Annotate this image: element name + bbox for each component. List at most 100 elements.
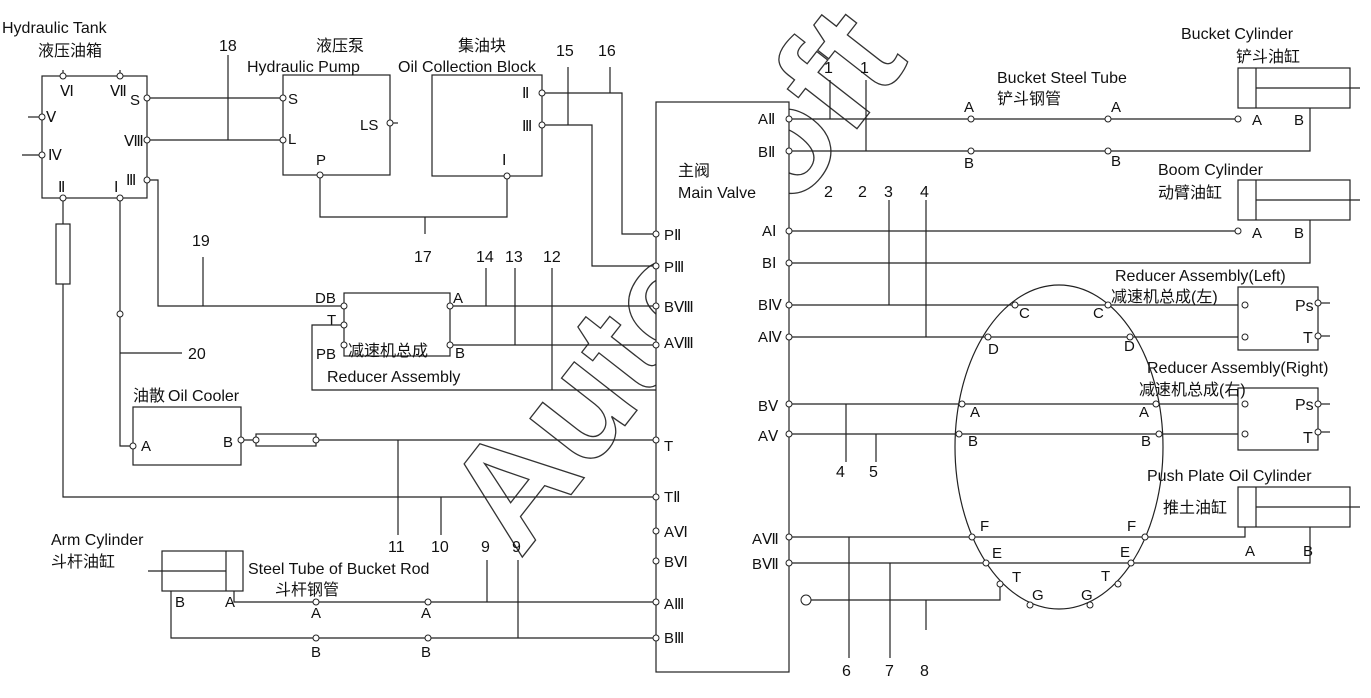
mv-left-port: PⅢ (664, 259, 684, 276)
reducer-right: Reducer Assembly(Right) 减速机总成(右) Ps T (1139, 360, 1328, 451)
mv-left-port: TⅡ (664, 489, 681, 506)
tank-port-label: Ⅷ (124, 133, 144, 150)
mv-left-port: BⅥ (664, 554, 688, 571)
reducer-port-label: A (453, 290, 463, 307)
mv-right-port: AⅡ (758, 111, 775, 128)
reducer-right-title-cn: 减速机总成(右) (1139, 381, 1246, 399)
bucket-rod-tube-title-cn: 斗杆钢管 (275, 581, 339, 599)
ocb-port-label: Ⅱ (522, 85, 529, 102)
line-number: 9 (512, 539, 521, 556)
swivel-port: E (1120, 544, 1130, 561)
line-number: 2 (858, 184, 867, 201)
oil-collection-block: 集油块 Oil Collection Block Ⅱ Ⅲ Ⅰ (398, 37, 543, 177)
tank-port-label: Ⅰ (114, 179, 118, 196)
tank-port-label: Ⅴ (46, 109, 57, 126)
mv-right-port: AⅣ (758, 329, 782, 346)
pipe-lines (22, 55, 1330, 658)
reducer-port-label: T (327, 312, 336, 329)
swivel-port: A (1139, 404, 1149, 421)
main-valve-title-en: Main Valve (678, 185, 756, 202)
mv-left-port: AⅥ (664, 524, 688, 541)
swivel-port: C (1019, 305, 1030, 322)
line-number: 6 (842, 663, 851, 680)
brt-port: A (421, 605, 431, 622)
pump-port-label: S (288, 91, 298, 108)
arm-cylinder-title-cn: 斗杆油缸 (51, 552, 115, 571)
mv-right-port: AⅤ (758, 428, 779, 445)
bucket-rod-tube: Steel Tube of Bucket Rod 斗杆钢管 A A B B (248, 561, 431, 661)
hydraulic-pump: 液压泵 Hydraulic Pump S L LS P (247, 37, 391, 176)
reducer-port-label: B (455, 345, 465, 362)
reducer-port-label: DB (315, 290, 336, 307)
line-number: 4 (836, 464, 845, 481)
swivel-port: F (1127, 518, 1136, 535)
ocb-port-label: Ⅰ (502, 152, 506, 169)
brt-port: B (421, 644, 431, 661)
line-number: 7 (885, 663, 894, 680)
bst-port: B (964, 155, 974, 172)
arm-cylinder-title-en: Arm Cylinder (51, 532, 144, 549)
line-number: 12 (543, 249, 561, 266)
swivel-joint: C C D D A A B B F F E E T T G G (954, 284, 1164, 610)
bst-port: A (1111, 99, 1121, 116)
swivel-port: T (1101, 568, 1110, 585)
line-number: 16 (598, 43, 616, 60)
pump-port-label: LS (360, 117, 378, 134)
bucket-cylinder-port: A (1252, 112, 1262, 129)
tank-port-label: Ⅱ (58, 179, 65, 196)
main-valve: 主阀 Main Valve PⅡ PⅢ BⅧ AⅧ T TⅡ AⅥ BⅥ AⅢ … (655, 101, 790, 673)
boom-cylinder-title-en: Boom Cylinder (1158, 162, 1264, 179)
line-number: 5 (869, 464, 878, 481)
tank-port-label: Ⅲ (126, 172, 136, 189)
line-number: 20 (188, 346, 206, 363)
bst-port: B (1111, 153, 1121, 170)
tank-port-label: Ⅵ (60, 83, 74, 100)
reducer-right-title-en: Reducer Assembly(Right) (1147, 360, 1328, 377)
ocb-port-label: Ⅲ (522, 118, 532, 135)
boom-cylinder-port: B (1294, 225, 1304, 242)
line-number: 4 (920, 184, 929, 201)
line-number-callouts: 1 1 2 2 3 4 4 5 6 7 8 9 9 10 11 12 13 14… (188, 38, 929, 680)
swivel-port: A (970, 404, 980, 421)
mv-left-port: T (664, 438, 673, 455)
mv-right-port: AⅠ (762, 223, 776, 240)
reducer-left-title-en: Reducer Assembly(Left) (1115, 268, 1286, 285)
mv-right-port: BⅡ (758, 144, 775, 161)
line-number: 13 (505, 249, 523, 266)
oil-cooler-title-cn: 油散 (133, 387, 165, 405)
swivel-port: G (1081, 587, 1093, 604)
push-plate-title-en: Push Plate Oil Cylinder (1147, 468, 1312, 485)
oil-cooler: 油散 Oil Cooler A B (132, 387, 242, 466)
oil-cooler-port: B (223, 434, 233, 451)
line-number: 19 (192, 233, 210, 250)
brt-port: B (311, 644, 321, 661)
oil-cooler-title-en: Oil Cooler (168, 388, 240, 405)
mv-left-port: PⅡ (664, 227, 681, 244)
mv-right-port: BⅣ (758, 297, 782, 314)
push-plate-port: A (1245, 543, 1255, 560)
reducer-right-port: Ps (1295, 397, 1314, 414)
boom-cylinder: Boom Cylinder 动臂油缸 A B (1158, 162, 1360, 242)
bst-port: A (964, 99, 974, 116)
line-number: 17 (414, 249, 432, 266)
hydraulic-tank-title-en: Hydraulic Tank (2, 20, 108, 37)
arm-cylinder-port: A (225, 594, 235, 611)
line-number: 2 (824, 184, 833, 201)
line-number: 1 (860, 60, 869, 77)
bucket-cylinder-title-cn: 铲斗油缸 (1236, 47, 1300, 66)
reducer-left-port: T (1303, 330, 1313, 347)
bucket-cylinder-title-en: Bucket Cylinder (1181, 26, 1294, 43)
reducer-title-en: Reducer Assembly (327, 369, 460, 386)
reducer-left: Reducer Assembly(Left) 减速机总成(左) Ps T (1111, 268, 1319, 351)
mv-right-port: BⅠ (762, 255, 776, 272)
swivel-port: C (1093, 305, 1104, 322)
pump-title-cn: 液压泵 (316, 37, 364, 55)
bucket-steel-tube: Bucket Steel Tube 铲斗钢管 A A B B (964, 70, 1127, 172)
swivel-port: G (1032, 587, 1044, 604)
swivel-port: D (1124, 338, 1135, 355)
mv-left-port: BⅧ (664, 299, 694, 316)
hydraulic-tank: Hydraulic Tank 液压油箱 Ⅵ Ⅶ S Ⅴ Ⅷ Ⅳ Ⅱ Ⅰ Ⅲ (2, 20, 148, 199)
tank-port-label: Ⅶ (110, 83, 127, 100)
arm-cylinder: Arm Cylinder 斗杆油缸 B A (51, 532, 244, 611)
